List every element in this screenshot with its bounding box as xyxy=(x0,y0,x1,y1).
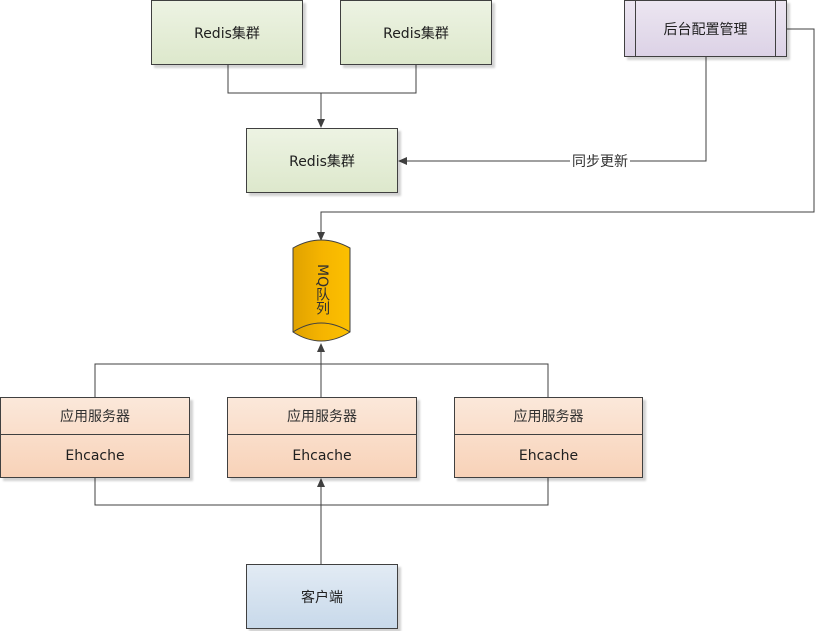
edge-server-left-to-mq xyxy=(94,363,321,397)
redis-cluster-top-right-label: Redis集群 xyxy=(383,25,449,42)
app-server-middle[interactable]: 应用服务器 Ehcache xyxy=(227,397,417,478)
client-node[interactable]: 客户端 xyxy=(246,564,398,629)
ehcache-label: Ehcache xyxy=(65,448,125,464)
client-label: 客户端 xyxy=(301,589,343,606)
sync-update-label: 同步更新 xyxy=(570,151,630,171)
edge-client-bus-left xyxy=(94,478,321,506)
app-server-title: 应用服务器 xyxy=(1,398,189,435)
edge-client-bus-right xyxy=(321,478,549,506)
process-bar-right xyxy=(775,1,776,56)
edge-admin-to-mq xyxy=(317,28,815,241)
edge-admin-to-redis-main xyxy=(398,57,707,165)
admin-config-management[interactable]: 后台配置管理 xyxy=(624,0,787,57)
redis-cluster-main[interactable]: Redis集群 xyxy=(246,128,398,193)
ehcache-label: Ehcache xyxy=(518,448,579,464)
redis-cluster-main-label: Redis集群 xyxy=(289,153,355,170)
admin-config-label: 后台配置管理 xyxy=(663,21,748,38)
ehcache-label: Ehcache xyxy=(292,448,352,464)
redis-cluster-top-right[interactable]: Redis集群 xyxy=(340,0,492,65)
app-server-right[interactable]: 应用服务器 Ehcache xyxy=(454,397,643,478)
mq-queue-label: MQ队列 xyxy=(314,264,330,316)
redis-cluster-top-left[interactable]: Redis集群 xyxy=(151,0,303,65)
mq-queue-shape[interactable] xyxy=(292,239,351,342)
app-server-left[interactable]: 应用服务器 Ehcache xyxy=(0,397,190,478)
mq-queue[interactable]: MQ队列 xyxy=(293,244,351,336)
app-server-title: 应用服务器 xyxy=(228,398,416,435)
process-bar-left xyxy=(635,1,636,56)
edge-redis-top-left-to-merge xyxy=(227,65,321,94)
edge-redis-top-right-to-merge xyxy=(321,65,417,94)
redis-cluster-top-left-label: Redis集群 xyxy=(194,25,260,42)
app-server-title: 应用服务器 xyxy=(455,398,642,435)
edge-server-right-to-mq xyxy=(321,363,549,397)
